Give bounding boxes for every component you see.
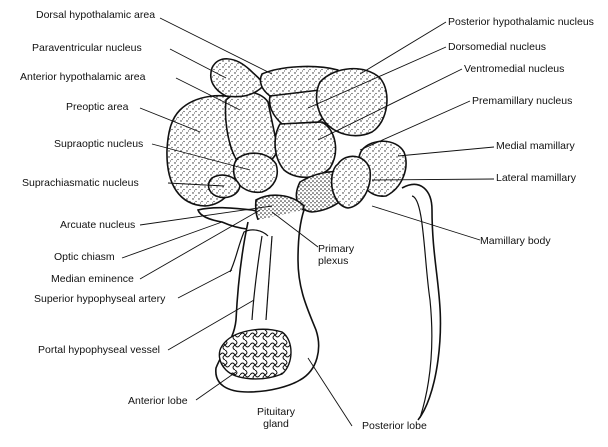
superior-hypophyseal-artery-shape: [229, 229, 269, 273]
leader-mamillary-body: [371, 205, 481, 241]
portal-vessel-shape: [251, 235, 263, 321]
label-anterior-lobe: Anterior lobe: [128, 395, 188, 407]
leader-superior-hypophyseal-artery: [177, 269, 233, 299]
label-portal-hypophyseal-vessel: Portal hypophyseal vessel: [38, 344, 160, 356]
posterior-hypothalamic-nucleus-shape: [315, 67, 388, 137]
label-suprachiasmatic-nucleus: Suprachiasmatic nucleus: [22, 177, 139, 189]
paraventricular-nucleus-shape: [210, 58, 266, 98]
label-medial-mamillary: Medial mamillary: [496, 140, 575, 152]
leader-supraoptic-nucleus: [151, 143, 251, 171]
mamillary-complex: [330, 140, 442, 421]
label-preoptic-area: Preoptic area: [66, 101, 129, 113]
label-optic-chiasm: Optic chiasm: [54, 251, 115, 263]
leader-medial-mamillary: [397, 146, 495, 157]
leader-ventromedial-nucleus: [317, 68, 463, 141]
leader-lateral-mamillary: [371, 178, 495, 181]
label-primary-plexus: Primary plexus: [318, 243, 354, 267]
label-arcuate-nucleus: Arcuate nucleus: [60, 219, 136, 231]
leader-paraventricular-nucleus: [169, 48, 227, 79]
label-pituitary-gland: Pituitary gland: [246, 406, 306, 430]
leader-primary-plexus: [271, 211, 319, 248]
leader-posterior-hypothalamic-nucleus: [359, 21, 447, 75]
label-dorsomedial-nucleus: Dorsomedial nucleus: [448, 41, 547, 53]
leader-preoptic-area: [139, 107, 201, 133]
suprachiasmatic-shape: [207, 174, 241, 199]
label-primary-plexus-line2: plexus: [318, 255, 349, 267]
leader-premamillary-nucleus: [359, 100, 471, 151]
label-pituitary-line2: gland: [263, 418, 289, 430]
label-paraventricular-nucleus: Paraventricular nucleus: [32, 42, 142, 54]
label-primary-plexus-line1: Primary: [318, 243, 355, 255]
leader-median-eminence: [139, 209, 261, 280]
label-dorsal-hypothalamic-area: Dorsal hypothalamic area: [36, 9, 156, 21]
leader-portal-hypophyseal-vessel: [167, 299, 255, 351]
peduncle-tract: [401, 183, 442, 421]
label-superior-hypophyseal-artery: Superior hypophyseal artery: [34, 293, 166, 305]
label-posterior-lobe: Posterior lobe: [362, 420, 427, 432]
label-pituitary-line1: Pituitary: [257, 406, 295, 418]
lateral-mamillary-shape: [330, 155, 372, 209]
leader-dorsal-hypothalamic-area: [159, 17, 273, 75]
label-lateral-mamillary: Lateral mamillary: [496, 172, 576, 184]
label-supraoptic-nucleus: Supraoptic nucleus: [54, 138, 144, 150]
leader-anterior-hypothalamic-area: [175, 77, 241, 111]
leader-suprachiasmatic-nucleus: [167, 182, 225, 187]
leader-optic-chiasm: [121, 221, 223, 259]
leader-posterior-lobe: [307, 357, 353, 427]
label-premamillary-nucleus: Premamillary nucleus: [472, 95, 573, 107]
label-posterior-hypothalamic-nucleus: Posterior hypothalamic nucleus: [448, 16, 594, 28]
leader-anterior-lobe: [195, 371, 237, 401]
leader-dorsomedial-nucleus: [307, 46, 447, 109]
label-anterior-hypothalamic-area: Anterior hypothalamic area: [20, 71, 146, 83]
label-ventromedial-nucleus: Ventromedial nucleus: [464, 63, 565, 75]
leader-arcuate-nucleus: [139, 205, 273, 226]
supraoptic-region-shape: [232, 152, 278, 194]
label-median-eminence: Median eminence: [51, 273, 134, 285]
label-mamillary-body: Mamillary body: [480, 235, 551, 247]
anterior-lobe-plexus: [218, 328, 292, 380]
